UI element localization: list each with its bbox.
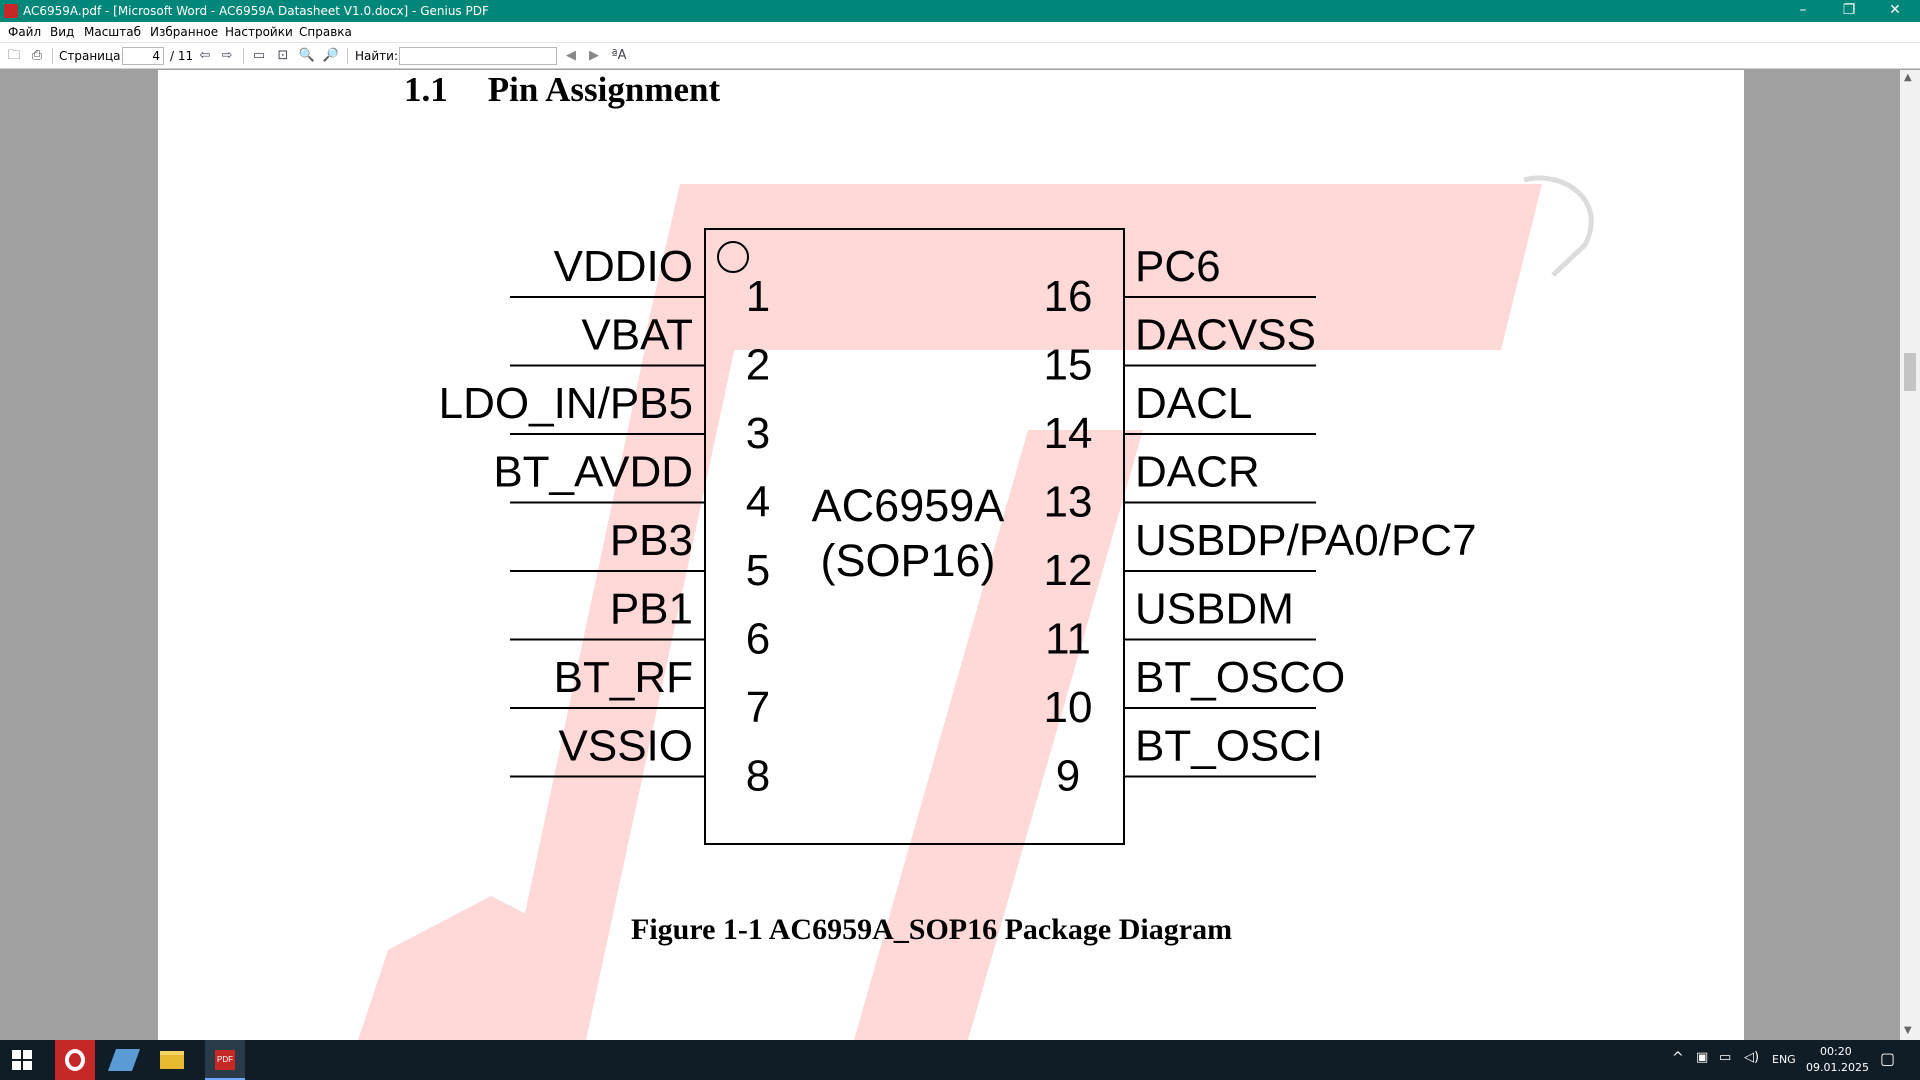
find-prev-icon[interactable]: ◀ — [566, 48, 576, 63]
find-input[interactable] — [399, 47, 557, 65]
right-pin-number: 16 — [1044, 272, 1093, 321]
notifications-icon[interactable]: ▢ — [1880, 1049, 1896, 1068]
remote-desktop-icon[interactable] — [107, 1049, 141, 1071]
next-page-icon[interactable]: ⇨ — [221, 48, 233, 63]
right-pin-number: 15 — [1044, 341, 1093, 390]
app-icon — [4, 4, 18, 18]
left-pin-number: 4 — [746, 478, 770, 527]
file-explorer-icon[interactable] — [160, 1051, 184, 1069]
right-pin-number: 9 — [1056, 752, 1080, 801]
menu-view[interactable]: Вид — [50, 25, 75, 39]
left-pin-name: VSSIO — [559, 722, 694, 771]
window-title: AC6959A.pdf - [Microsoft Word - AC6959A … — [23, 4, 489, 18]
scroll-up-icon[interactable]: ▲ — [1904, 72, 1912, 83]
page-label: Страница: — [59, 49, 125, 63]
menu-settings[interactable]: Настройки — [225, 25, 293, 39]
left-pin-number: 7 — [746, 683, 770, 732]
right-pin-name: DACVSS — [1135, 311, 1316, 360]
right-pin-name: BT_OSCI — [1135, 722, 1323, 771]
start-icon[interactable] — [12, 1050, 32, 1070]
genius-pdf-taskbar-icon[interactable]: PDF — [205, 1040, 245, 1080]
chip-package: (SOP16) — [820, 535, 995, 586]
left-pin-name: PB3 — [610, 516, 693, 565]
menu-bar: Файл Вид Масштаб Избранное Настройки Спр… — [0, 22, 1920, 43]
right-pin-name: BT_OSCO — [1135, 653, 1345, 702]
watermark — [358, 175, 1594, 1040]
menu-file[interactable]: Файл — [8, 25, 42, 39]
match-case-icon[interactable]: ªA — [611, 48, 627, 63]
chip-name: AC6959A — [812, 480, 1005, 531]
find-label: Найти: — [355, 49, 399, 63]
title-bar: AC6959A.pdf - [Microsoft Word - AC6959A … — [0, 0, 1920, 22]
left-pin-number: 2 — [746, 341, 770, 390]
right-pin-name: USBDM — [1135, 585, 1294, 634]
restore-icon[interactable]: ❐ — [1842, 2, 1856, 18]
prev-page-icon[interactable]: ⇦ — [199, 48, 211, 63]
right-pin-number: 10 — [1044, 683, 1093, 732]
close-icon[interactable]: ✕ — [1889, 2, 1901, 18]
menu-favorites[interactable]: Избранное — [150, 25, 219, 39]
menu-help[interactable]: Справка — [299, 25, 352, 39]
vertical-scrollbar[interactable]: ▲ ▼ — [1900, 70, 1920, 1040]
clock-date[interactable]: 09.01.2025 — [1806, 1061, 1869, 1074]
section-heading: 1.1 Pin Assignment — [404, 70, 720, 110]
left-pin-name: VBAT — [581, 311, 693, 360]
menu-zoom[interactable]: Масштаб — [84, 25, 142, 39]
chip-body — [704, 228, 1125, 845]
network-icon[interactable]: ▭ — [1719, 1050, 1732, 1065]
clock-time[interactable]: 00:20 — [1820, 1045, 1852, 1058]
right-pin-name: DACR — [1135, 448, 1260, 497]
scroll-thumb[interactable] — [1904, 353, 1916, 391]
page-total: / 11 — [170, 49, 194, 63]
left-pin-name: LDO_IN/PB5 — [439, 379, 693, 428]
left-pin-number: 3 — [746, 409, 770, 458]
open-icon[interactable]: 🗀 — [7, 48, 21, 63]
minimize-icon[interactable]: – — [1799, 2, 1807, 18]
right-pin-number: 14 — [1044, 409, 1093, 458]
scroll-down-icon[interactable]: ▼ — [1904, 1025, 1912, 1036]
figure-caption: Figure 1-1 AC6959A_SOP16 Package Diagram — [631, 913, 1233, 946]
print-icon[interactable]: ⎙ — [31, 48, 43, 63]
fit-page-icon[interactable]: ⊡ — [277, 48, 289, 63]
left-pin-name: BT_AVDD — [493, 448, 693, 497]
volume-icon[interactable]: ◁) — [1744, 1050, 1760, 1065]
zoom-out-icon[interactable]: 🔍 — [298, 48, 316, 63]
left-pin-name: BT_RF — [554, 653, 693, 702]
tray-app-icon[interactable]: ▣ — [1696, 1050, 1709, 1065]
left-pin-number: 1 — [746, 272, 770, 321]
left-pin-number: 8 — [746, 752, 770, 801]
zoom-in-icon[interactable]: 🔎 — [322, 48, 340, 63]
find-next-icon[interactable]: ▶ — [589, 48, 599, 63]
left-pin-number: 6 — [746, 615, 770, 664]
right-pin-number: 13 — [1044, 478, 1093, 527]
right-pin-name: DACL — [1135, 379, 1252, 428]
toolbar: 🗀 ⎙ Страница: 4 / 11 ⇦ ⇨ ▭ ⊡ 🔍 🔎 Найти: … — [0, 43, 1920, 69]
right-pin-name: USBDP/PA0/PC7 — [1135, 516, 1477, 565]
left-pin-name: PB1 — [610, 585, 693, 634]
section-number: 1.1 — [404, 70, 448, 109]
taskbar: PDF ^ ▣ ▭ ◁) ENG 00:20 09.01.2025 ▢ — [0, 1040, 1920, 1080]
right-pin-number: 12 — [1044, 546, 1093, 595]
language-indicator[interactable]: ENG — [1772, 1053, 1796, 1066]
right-pin-number: 11 — [1045, 615, 1091, 664]
fit-width-icon[interactable]: ▭ — [252, 48, 266, 63]
tray-chevron-icon[interactable]: ^ — [1672, 1050, 1684, 1066]
pin1-marker — [717, 241, 749, 273]
page-number-input[interactable]: 4 — [122, 47, 164, 65]
right-pin-name: PC6 — [1135, 242, 1221, 291]
left-pin-name: VDDIO — [554, 242, 693, 291]
opera-icon[interactable] — [55, 1040, 95, 1080]
section-title: Pin Assignment — [487, 70, 721, 109]
left-pin-number: 5 — [746, 546, 770, 595]
